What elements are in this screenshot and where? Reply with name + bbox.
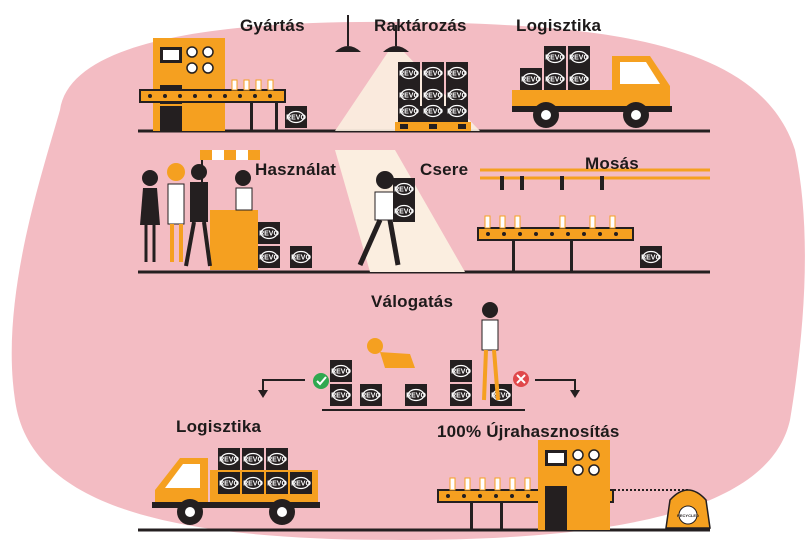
label-production: Gyártás (240, 16, 305, 35)
truck-bottom (152, 447, 320, 525)
label-recycling: 100% Újrahasznosítás (437, 422, 620, 441)
label-exchange: Csere (420, 160, 469, 179)
production-machine (139, 38, 308, 131)
bag-label: RECYCLED (677, 513, 699, 518)
recycling-machine: RECYCLED (437, 440, 711, 530)
checkmark-icon (313, 373, 329, 389)
usage-scene (140, 150, 313, 270)
label-logistics-top: Logisztika (516, 16, 602, 35)
truck-top (512, 45, 672, 128)
sorting-scene (258, 302, 580, 407)
washing-line (477, 168, 710, 272)
label-logistics-bottom: Logisztika (176, 417, 262, 436)
label-washing: Mosás (585, 154, 639, 173)
exchange-scene (335, 150, 465, 272)
label-warehousing: Raktározás (374, 16, 467, 35)
warehouse-section (335, 15, 480, 131)
label-usage: Használat (255, 160, 337, 179)
x-mark-icon (513, 371, 529, 387)
label-sorting: Válogatás (371, 292, 454, 311)
